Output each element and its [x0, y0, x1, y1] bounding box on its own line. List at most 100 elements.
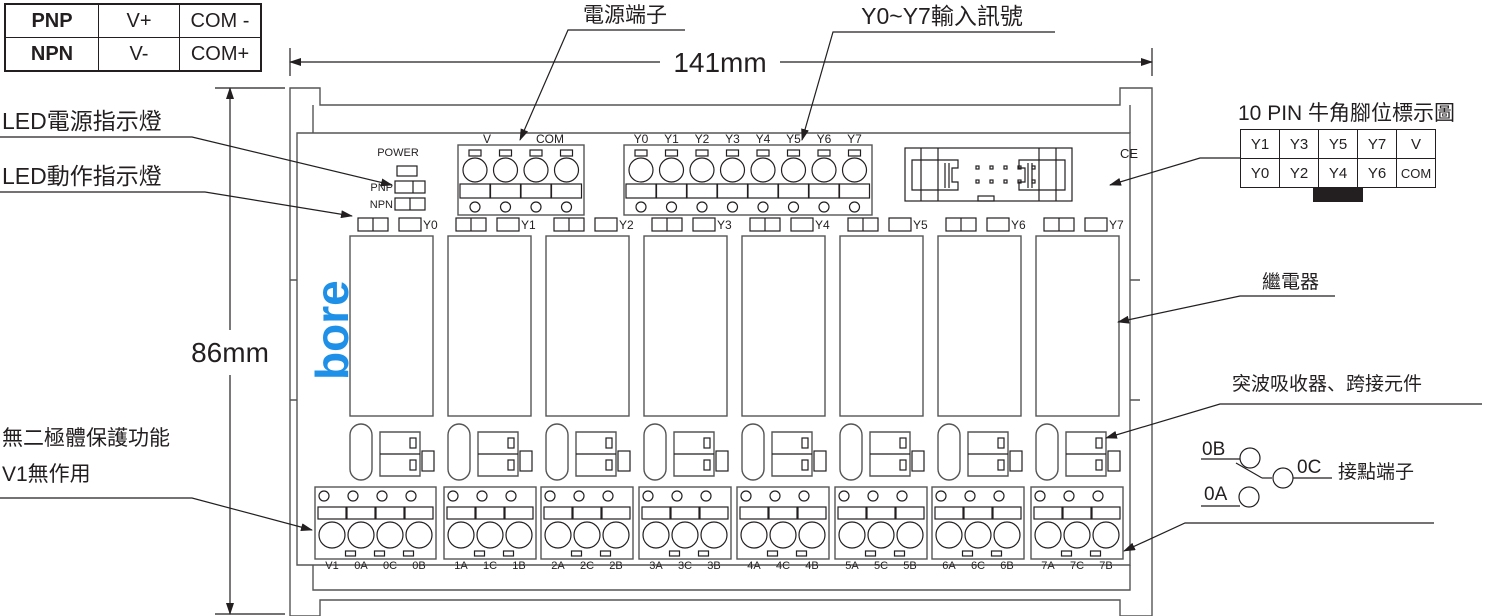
pin-dot [1031, 179, 1036, 184]
contact-terminal-callout: 接點端子 [1338, 461, 1414, 483]
terminal-lever [520, 183, 552, 199]
output-terminal-label: 1A [454, 560, 468, 572]
output-terminal-label: 0A [354, 560, 368, 572]
terminal-lever [838, 183, 871, 199]
channel-label: Y3 [717, 218, 732, 232]
terminal-screw [867, 521, 895, 549]
terminal-led [498, 149, 513, 157]
terminal-screw [318, 521, 346, 549]
terminal-hole [896, 490, 908, 502]
terminal-hole [757, 201, 769, 213]
terminal-led [344, 550, 357, 557]
input-signal-callout: Y0~Y7輸入訊號 [861, 3, 1023, 29]
terminal-lever [670, 506, 700, 520]
terminal-lever [459, 183, 491, 199]
terminal-screw [841, 157, 868, 183]
terminal-screw [671, 521, 699, 549]
terminal-led [864, 550, 877, 557]
terminal-led [795, 550, 808, 557]
channel-label: Y1 [521, 218, 536, 232]
snubber-callout: 突波吸收器、跨接元件 [1232, 373, 1422, 395]
pin-cell: Y4 [1318, 158, 1358, 188]
height-label: 86mm [191, 337, 269, 368]
snubber [545, 423, 569, 481]
contact-symbol: 0B 0C 0A 接點端子 [1201, 439, 1414, 508]
terminal-led [961, 550, 974, 557]
output-terminal-label: 5A [845, 560, 859, 572]
pin-diagram-callout: 10 PIN 牛角腳位標示圖 [1238, 102, 1455, 125]
jumper-element [771, 431, 813, 477]
channel-led [986, 217, 1010, 232]
terminal-led [990, 550, 1003, 557]
channel-label: Y6 [1011, 218, 1026, 232]
terminal-lever [317, 506, 347, 520]
channel-label: Y2 [619, 218, 634, 232]
pin-cell: Y2 [1279, 158, 1319, 188]
terminal-lever [963, 506, 993, 520]
jumper-element [869, 431, 911, 477]
relay [937, 235, 1022, 417]
width-dimension: 141mm [289, 47, 1153, 78]
contact-a-label: 0A [1204, 484, 1228, 505]
terminal-screw [505, 521, 533, 549]
output-terminal-label: 7A [1041, 560, 1055, 572]
terminal-screw [553, 157, 580, 183]
jumper-element [575, 431, 617, 477]
terminal-hole [1092, 490, 1104, 502]
diode-note-line2: V1無作用 [2, 463, 91, 486]
terminal-hole [1034, 490, 1046, 502]
contact-c-label: 0C [1297, 457, 1321, 478]
relay [839, 235, 924, 417]
channel-label: Y0 [423, 218, 438, 232]
terminal-lever [797, 506, 827, 520]
terminal-lever [346, 506, 376, 520]
pin-dot [989, 179, 994, 184]
terminal-lever [601, 506, 631, 520]
terminal-hole [769, 490, 781, 502]
terminal-screw [347, 521, 375, 549]
output-terminal-label: 2C [580, 560, 594, 572]
output-terminal-label: 6B [1000, 560, 1013, 572]
terminal-led [468, 149, 482, 157]
terminal-lever [489, 183, 522, 199]
input-terminal-label: Y6 [817, 132, 832, 146]
top-terminals [457, 144, 873, 216]
terminal-screw [573, 521, 601, 549]
terminal-led [725, 149, 740, 157]
relay-channel: Y7 [1035, 217, 1124, 481]
output-terminal-label: 4A [747, 560, 761, 572]
din-rail-frame [289, 87, 1153, 616]
terminal-led [402, 550, 415, 557]
jumper-element [673, 431, 715, 477]
output-terminal-label: 0C [383, 560, 397, 572]
terminal-lever [866, 506, 896, 520]
pin-cell: Y1 [1240, 129, 1280, 159]
power-terminal-label-com: COM [536, 132, 564, 146]
terminal-hole [798, 490, 810, 502]
terminal-led [1060, 550, 1073, 557]
power-led-label: POWER [377, 147, 419, 159]
terminal-screw [993, 521, 1021, 549]
output-terminal-label: 6A [942, 560, 956, 572]
snubber [1035, 423, 1059, 481]
terminal-led [473, 550, 486, 557]
terminal-lever [895, 506, 925, 520]
terminal-screw [602, 521, 630, 549]
output-terminal-label: 6C [971, 560, 985, 572]
pin-row-bottom: Y0 Y2 Y4 Y6 COM [1240, 158, 1436, 188]
output-terminal-label: 3B [707, 560, 720, 572]
led-action-callout: LED動作指示燈 [2, 163, 162, 189]
terminal-led [817, 149, 831, 157]
terminal-lever [446, 506, 476, 520]
terminal-screw [376, 521, 404, 549]
terminal-hole [848, 201, 861, 213]
polarity-type: NPN [4, 37, 99, 72]
pin-cell: COM [1396, 158, 1436, 188]
pin-dot [975, 165, 980, 170]
terminal-hole [505, 490, 517, 502]
relay [643, 235, 728, 417]
ce-mark: CE [1120, 146, 1138, 161]
